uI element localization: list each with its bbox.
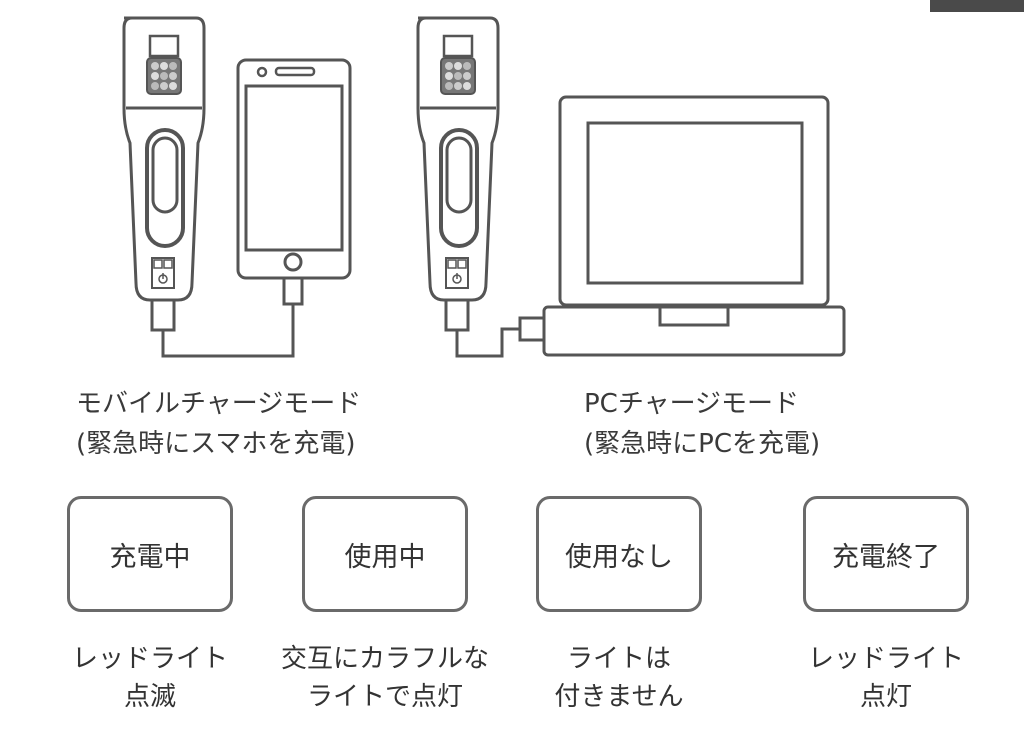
desc-charging: レッドライト 点滅 bbox=[30, 640, 270, 716]
desc-line: レッドライト bbox=[807, 644, 964, 674]
caption-pc-title: PCチャージモード bbox=[584, 389, 800, 419]
cable-right bbox=[455, 327, 520, 358]
desc-line: 点滅 bbox=[123, 682, 176, 712]
desc-in-use: 交互にカラフルな ライトで点灯 bbox=[265, 640, 505, 716]
desc-charge-complete: レッドライト 点灯 bbox=[766, 640, 1006, 716]
caption-pc-sub: (緊急時にPCを充電) bbox=[584, 429, 821, 459]
desc-line: 交互にカラフルな bbox=[280, 644, 489, 674]
status-box-charging: 充電中 bbox=[67, 496, 233, 612]
caption-mobile-sub: (緊急時にスマホを充電) bbox=[76, 429, 356, 459]
desc-line: レッドライト bbox=[71, 644, 228, 674]
laptop-icon bbox=[518, 95, 846, 357]
status-box-in-use: 使用中 bbox=[302, 496, 468, 612]
desc-line: 付きません bbox=[554, 682, 684, 712]
device-icon bbox=[122, 16, 206, 332]
desc-line: 点灯 bbox=[859, 682, 912, 712]
status-box-charge-complete: 充電終了 bbox=[803, 496, 969, 612]
desc-not-in-use: ライトは 付きません bbox=[499, 640, 739, 716]
caption-mobile-title: モバイルチャージモード bbox=[76, 389, 362, 419]
smartphone-icon bbox=[236, 58, 352, 306]
desc-line: ライトは bbox=[566, 644, 671, 674]
cable-left bbox=[161, 304, 295, 358]
caption-mobile: モバイルチャージモード (緊急時にスマホを充電) bbox=[76, 384, 361, 464]
corner-tab bbox=[930, 0, 1024, 12]
device-icon bbox=[416, 16, 500, 332]
caption-pc: PCチャージモード (緊急時にPCを充電) bbox=[584, 384, 820, 464]
illustration bbox=[122, 16, 846, 358]
desc-line: ライトで点灯 bbox=[306, 682, 463, 712]
status-box-not-in-use: 使用なし bbox=[536, 496, 702, 612]
